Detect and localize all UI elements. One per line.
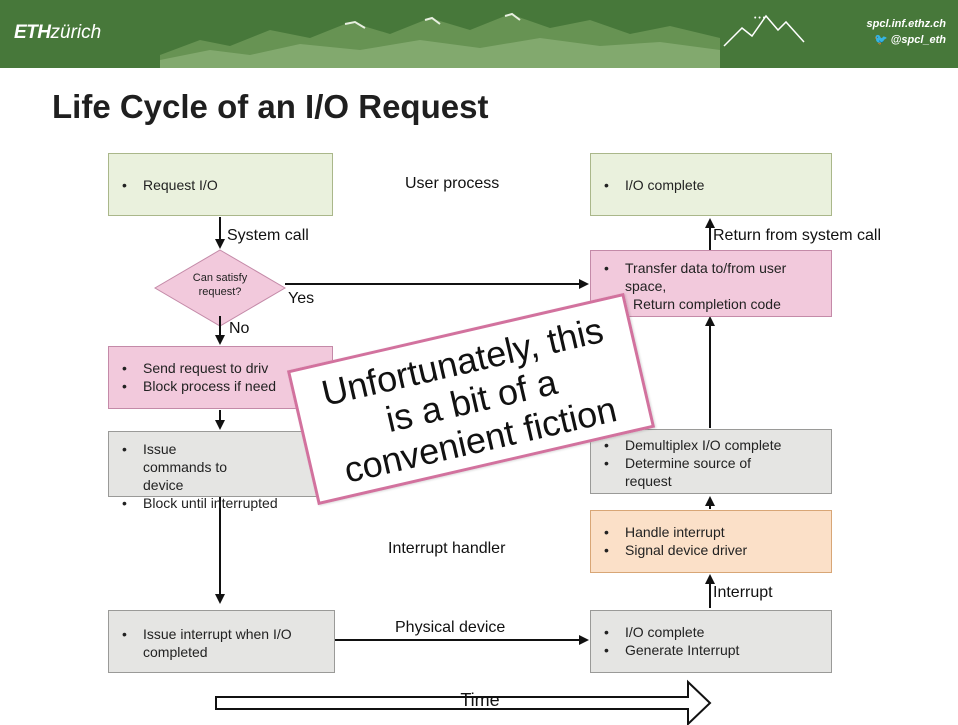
label-no: No — [229, 320, 250, 337]
label-interrupt: Interrupt — [713, 584, 773, 601]
request-io-box: Request I/O — [108, 153, 333, 216]
label-physical-device: Physical device — [395, 619, 506, 636]
list-item: Handle interrupt — [591, 523, 831, 541]
list-item: Generate Interrupt — [591, 641, 831, 659]
label-system-call: System call — [227, 227, 309, 244]
demultiplex-box: Demultiplex I/O complete Determine sourc… — [590, 429, 832, 494]
slide-title: Life Cycle of an I/O Request — [52, 88, 489, 125]
svg-text:• • •: • • • — [754, 15, 766, 22]
list-item: I/O complete — [591, 623, 831, 641]
list-item: Block until interrupted — [109, 494, 332, 512]
label-yes: Yes — [288, 290, 315, 307]
list-item: Signal device driver — [591, 541, 831, 559]
list-item: Send request to driv — [109, 359, 332, 377]
bird-icon: 🐦 — [873, 34, 888, 46]
list-item: I/O complete — [591, 176, 831, 194]
eth-logo[interactable]: ETHzürich — [14, 22, 102, 43]
list-item: Demultiplex I/O complete — [591, 436, 831, 454]
header-banner: ETHzürich • • • spcl.inf.ethz.ch 🐦@spcl_… — [0, 0, 958, 68]
list-item: Issue interrupt when I/O completed — [109, 625, 334, 661]
twitter-link[interactable]: 🐦@spcl_eth — [873, 34, 946, 46]
time-label: Time — [460, 690, 500, 710]
mountain-logo-icon: • • • — [723, 14, 805, 47]
label-interrupt-handler: Interrupt handler — [388, 540, 506, 557]
website-link[interactable]: spcl.inf.ethz.ch — [866, 18, 946, 30]
io-complete-bottom-box: I/O complete Generate Interrupt — [590, 610, 832, 673]
label-user-process: User process — [405, 175, 500, 192]
issue-commands-box: Issue commands to device Block until int… — [108, 431, 333, 512]
handle-interrupt-box: Handle interrupt Signal device driver — [590, 510, 832, 573]
time-arrow — [215, 679, 712, 725]
list-item: Request I/O — [109, 176, 332, 194]
list-item: Issue commands to device — [109, 440, 332, 494]
decision-label: Can satisfy request? — [192, 272, 248, 298]
issue-interrupt-box: Issue interrupt when I/O completed — [108, 610, 335, 673]
list-item: Transfer data to/from user space, — [591, 259, 831, 295]
mountain-panorama — [160, 12, 720, 68]
label-return-from-system-call: Return from system call — [713, 227, 882, 244]
transfer-data-box: Transfer data to/from user space, Return… — [590, 250, 832, 317]
list-item: Block process if need — [109, 377, 332, 395]
io-complete-top-box: I/O complete — [590, 153, 832, 216]
list-item: Determine source of request — [591, 454, 831, 490]
header-links: spcl.inf.ethz.ch 🐦@spcl_eth — [867, 16, 946, 48]
